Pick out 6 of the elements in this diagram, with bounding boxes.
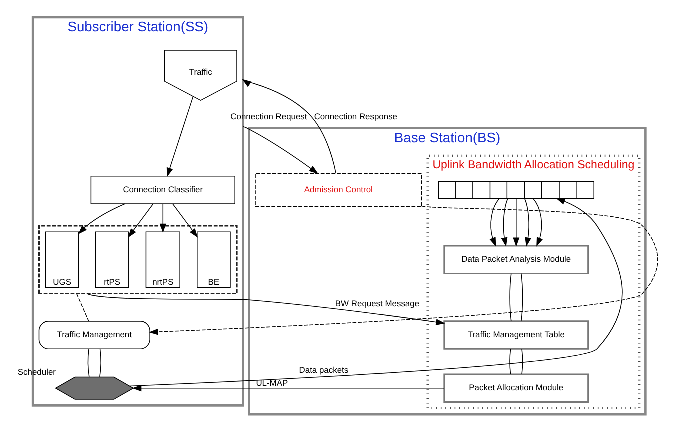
- edge-label: UL-MAP: [256, 378, 288, 388]
- node-label: Scheduler: [18, 366, 56, 377]
- edge-label: Connection Request: [230, 112, 308, 122]
- edge-label: BW Request Message: [335, 298, 420, 309]
- edge-label: Data packets: [299, 365, 349, 376]
- edge-label: Connection Response: [314, 112, 398, 122]
